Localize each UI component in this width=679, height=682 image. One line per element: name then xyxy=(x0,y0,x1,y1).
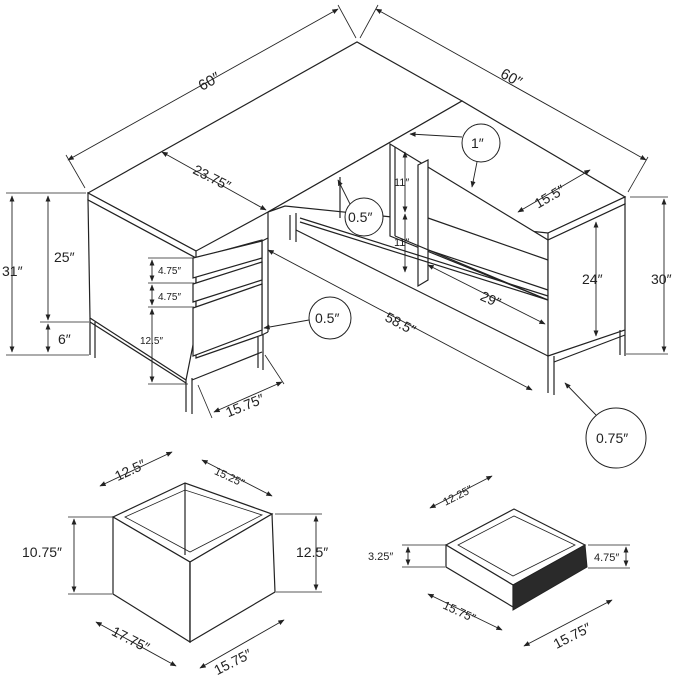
label-inner-shelf-width: 29″ xyxy=(478,288,503,311)
small-drawer-inner xyxy=(457,515,576,577)
file-drawer-front xyxy=(192,283,263,357)
label-cabinet-depth: 15.75″ xyxy=(223,390,266,420)
small-drawer-front-panel xyxy=(512,544,588,611)
middle-drawer-front xyxy=(192,261,263,303)
label-drawer-front-thickness: 0.5″ xyxy=(315,310,339,326)
label-cabinet-height: 25″ xyxy=(54,249,75,265)
label-file-top-width: 12.5″ xyxy=(112,456,148,484)
label-small-side-depth: 15.75″ xyxy=(441,598,479,625)
label-total-height-right: 30″ xyxy=(651,271,672,287)
callout-leg-thickness xyxy=(585,407,647,469)
label-drawer-small-2: 4.75″ xyxy=(158,292,181,303)
label-small-front-width: 15.75″ xyxy=(551,619,594,651)
label-shelf-gap-bottom: 11″ xyxy=(394,237,409,249)
label-return-inner-width: 58.5″ xyxy=(383,309,419,338)
label-small-inner-height: 3.25″ xyxy=(368,551,393,563)
label-inner-height: 24″ xyxy=(582,271,603,287)
label-leg-height: 6″ xyxy=(58,331,71,347)
small-drawer-detail: 12.25″ 3.25″ 4.75″ 15.75″ 15.75″ xyxy=(368,475,630,652)
label-file-side-depth: 17.75″ xyxy=(109,623,152,655)
label-drawer-small-1: 4.75″ xyxy=(158,266,181,277)
label-top-thickness: 1″ xyxy=(471,135,484,151)
return-inner-divider xyxy=(417,159,429,288)
label-file-inner-height: 10.75″ xyxy=(22,544,62,560)
callout-top-thickness xyxy=(461,123,501,163)
label-total-height-left: 31″ xyxy=(2,263,23,279)
label-file-front-height: 12.5″ xyxy=(296,544,328,560)
top-drawer-front xyxy=(192,240,263,279)
label-small-front-height: 4.75″ xyxy=(594,552,619,564)
callout-panel-thickness xyxy=(344,197,384,237)
label-file-top-depth: 15.25″ xyxy=(212,466,246,490)
file-drawer-inner-back xyxy=(124,489,264,553)
label-drawer-file: 12.5″ xyxy=(140,336,163,347)
cabinet-side-panel xyxy=(87,198,197,381)
label-file-front-width: 15.75″ xyxy=(211,646,254,678)
label-small-top-depth: 12.25″ xyxy=(441,484,475,509)
label-leg-thickness: 0.75″ xyxy=(596,430,628,446)
file-drawer-detail: 12.5″ 15.25″ 10.75″ 12.5″ 17.75″ 15.75″ xyxy=(22,451,328,678)
callout-drawer-front-thickness xyxy=(308,296,352,340)
label-desk-return-width: 60″ xyxy=(497,65,525,91)
label-desk-long-width: 60″ xyxy=(196,69,224,95)
label-panel-thickness: 0.5″ xyxy=(348,209,372,225)
label-shelf-gap-top: 11″ xyxy=(394,177,409,189)
